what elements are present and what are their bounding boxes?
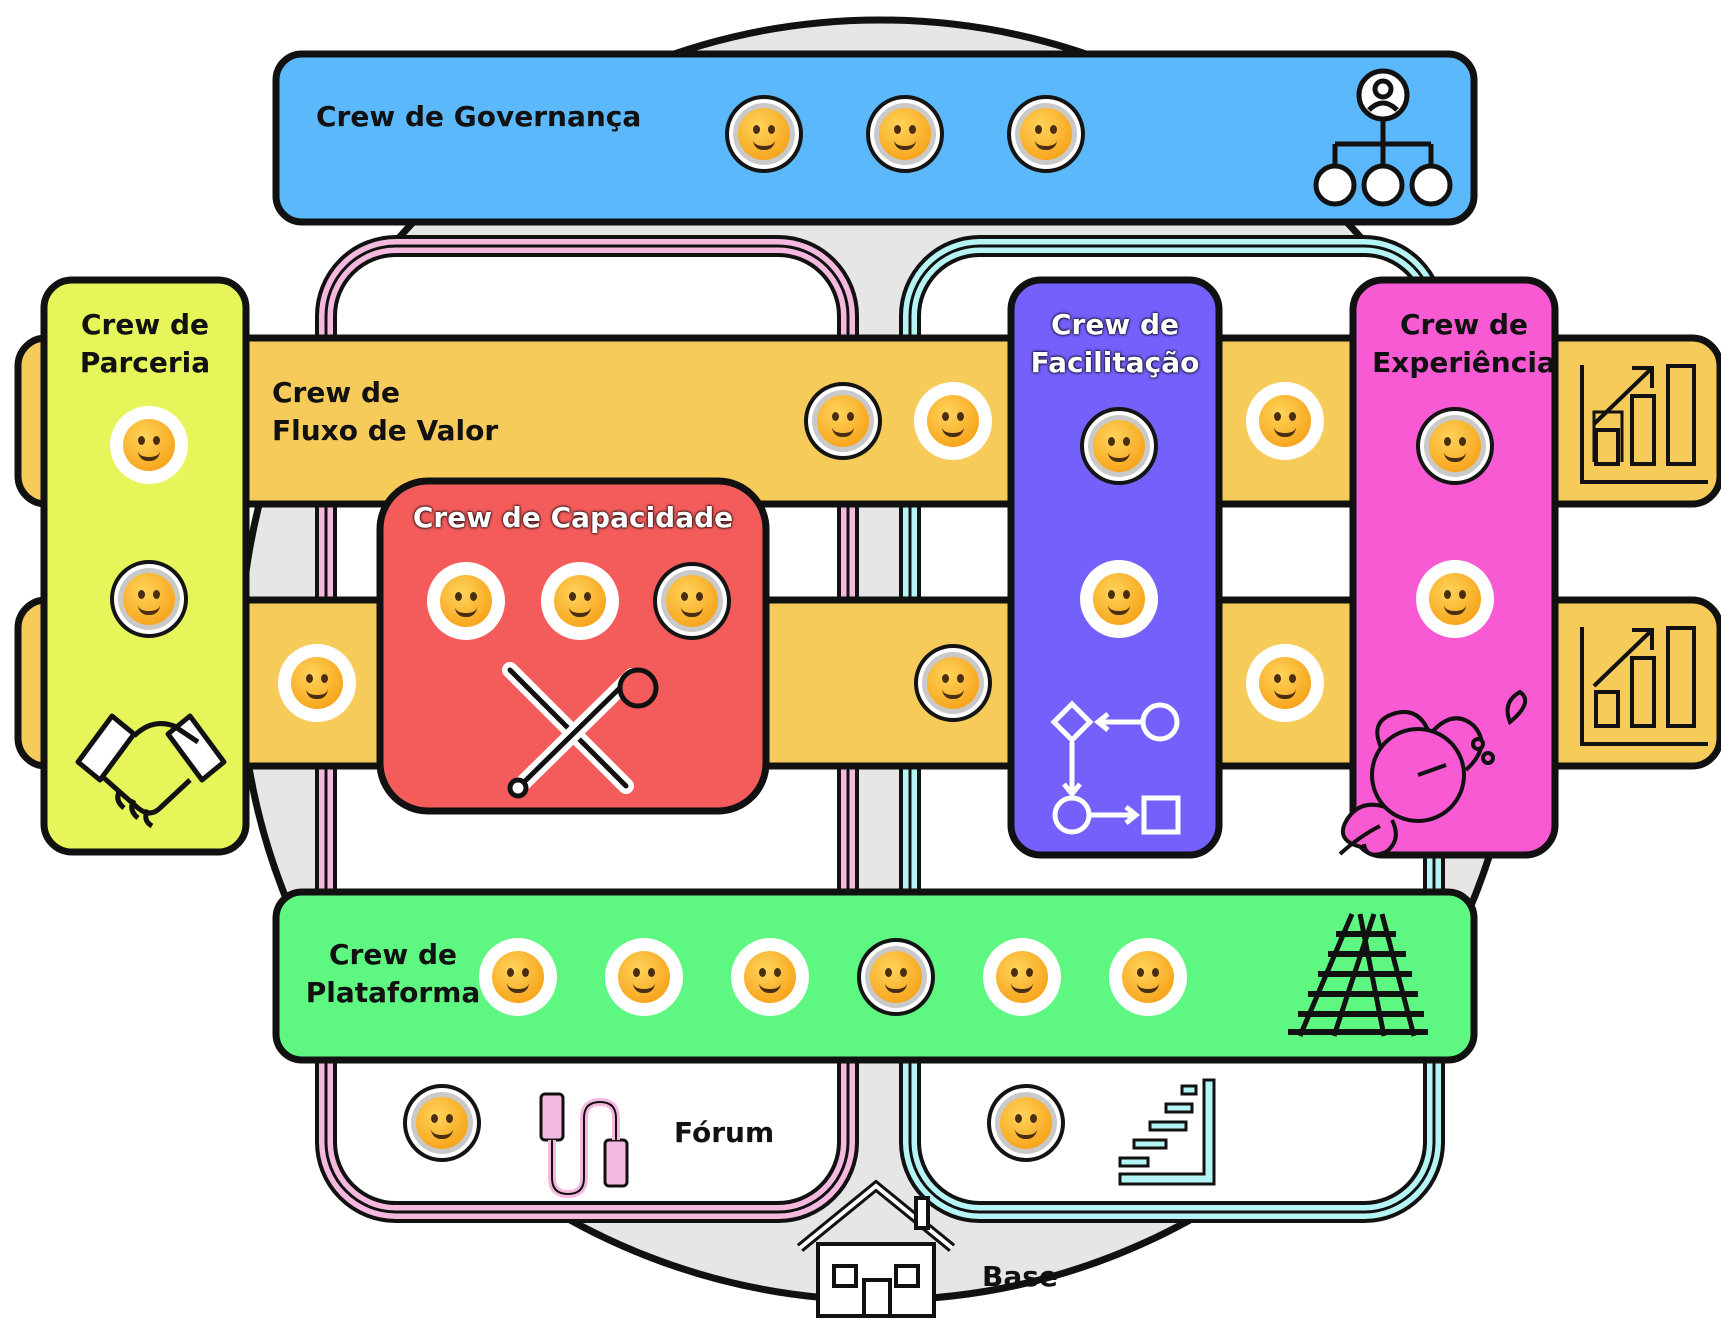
member-face-icon <box>605 938 683 1016</box>
member-face-icon <box>731 938 809 1016</box>
member-face-icon <box>1007 95 1085 173</box>
member-face-icon <box>479 938 557 1016</box>
member-face-icon <box>541 562 619 640</box>
handshake-icon <box>75 713 227 829</box>
member-face-icon <box>725 95 803 173</box>
governanca-label: Crew de Governança <box>316 100 642 133</box>
member-face-icon <box>914 382 992 460</box>
member-face-icon <box>110 560 188 638</box>
house-icon <box>796 1179 956 1318</box>
member-face-icon <box>914 644 992 722</box>
usb-cable-icon <box>539 1092 629 1199</box>
member-face-icon <box>857 938 935 1016</box>
member-face-icon <box>1246 644 1324 722</box>
member-face-icon <box>110 406 188 484</box>
member-face-icon <box>278 644 356 722</box>
flow-icon <box>1050 700 1181 835</box>
tools-icon <box>502 662 659 799</box>
member-face-icon <box>987 1084 1065 1162</box>
stairs-icon <box>1118 1078 1216 1186</box>
org-chart-icon <box>1313 68 1453 207</box>
experiencia-label: Crew de Experiência <box>1372 308 1556 379</box>
member-face-icon <box>866 95 944 173</box>
member-face-icon <box>1080 407 1158 485</box>
member-face-icon <box>403 1084 481 1162</box>
fluxo-de-valor-label: Crew de Fluxo de Valor <box>272 376 499 447</box>
base-label: Base <box>982 1260 1058 1293</box>
growth-chart-icon <box>1580 364 1708 484</box>
member-face-icon <box>1109 938 1187 1016</box>
growth-chart-icon <box>1580 626 1708 746</box>
member-face-icon <box>804 382 882 460</box>
railway-track-icon <box>1288 913 1428 1037</box>
plataforma-label: Crew de Plataforma <box>305 938 481 1009</box>
member-face-icon <box>1080 560 1158 638</box>
capacidade-label: Crew de Capacidade <box>412 501 734 534</box>
parceria-label: Crew de Parceria <box>79 308 211 379</box>
facilitacao-label: Crew de Facilitação <box>1030 308 1200 379</box>
forum-label: Fórum <box>674 1116 775 1149</box>
member-face-icon <box>1416 560 1494 638</box>
hibiscus-icon <box>1338 689 1528 857</box>
member-face-icon <box>983 938 1061 1016</box>
member-face-icon <box>427 562 505 640</box>
member-face-icon <box>653 562 731 640</box>
member-face-icon <box>1246 382 1324 460</box>
member-face-icon <box>1416 407 1494 485</box>
